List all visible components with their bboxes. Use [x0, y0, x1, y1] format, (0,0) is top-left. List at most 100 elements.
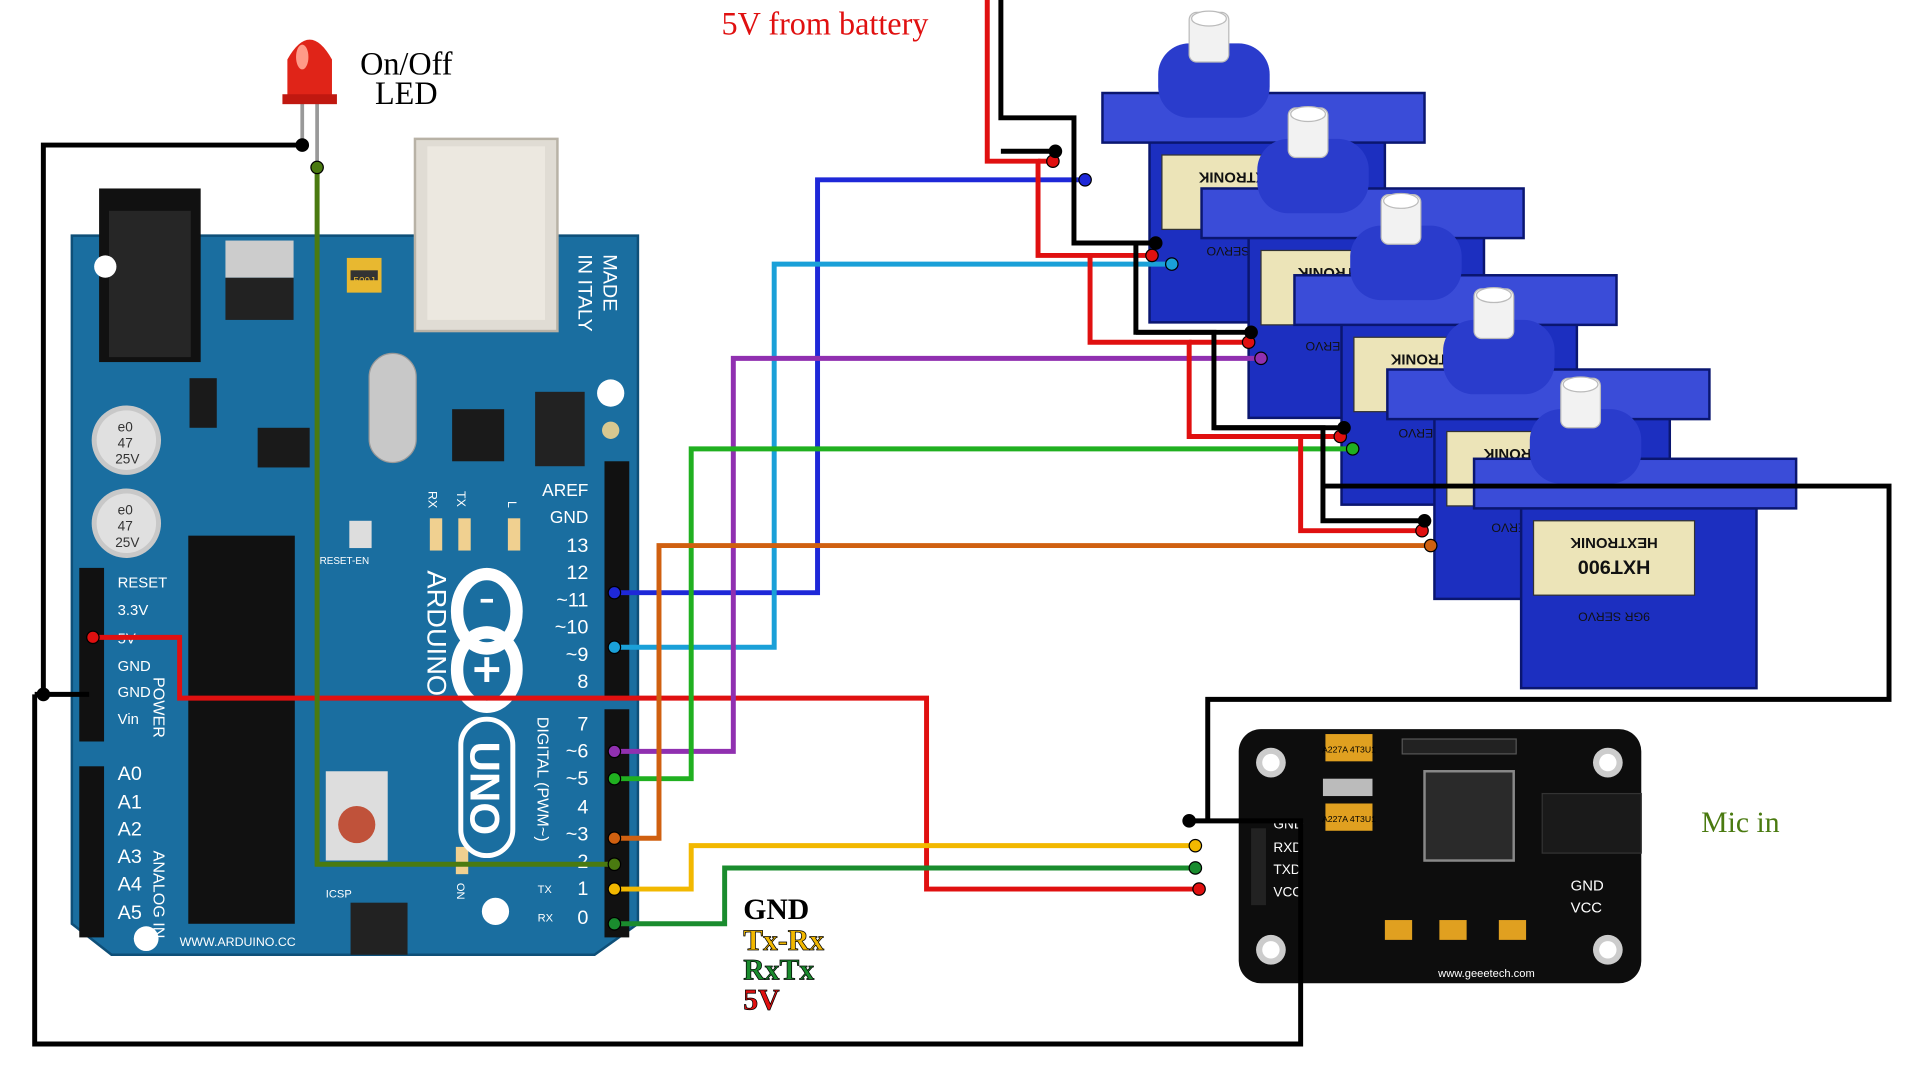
wire-pin5-servo4 [614, 446, 1353, 782]
wire-battery-gnd [998, 0, 1425, 524]
wire-rx-to-txd [614, 865, 1196, 927]
connection-dot [607, 771, 622, 786]
wire-gnd-led [40, 142, 303, 695]
analog-pin-2: A2 [118, 819, 142, 841]
connection-dot [86, 630, 100, 645]
servo-sub-5: 9GR SERVO [1578, 610, 1650, 624]
legend-item-2: RxTx [743, 954, 814, 987]
fuse-label: 500J [353, 276, 375, 287]
mic-label: Mic in [1701, 806, 1780, 839]
on-label: ON [454, 883, 466, 900]
connection-dot [607, 831, 622, 846]
digital-pin-bottom-1: ~6 [566, 741, 589, 763]
wire-led-pin2 [314, 167, 615, 867]
digital-pin-top-1: GND [550, 507, 589, 527]
analog-pin-0: A0 [118, 763, 142, 785]
digital-pin-bottom-0: 7 [577, 713, 588, 735]
power-pin-0: RESET [118, 576, 168, 592]
connection-dot [607, 585, 622, 600]
icsp-label: ICSP [326, 889, 352, 901]
led-label-line2: LED [375, 75, 438, 111]
wire-pin9-servo2 [614, 261, 1172, 650]
module-cap1-label: A227A 4T3U1 [1322, 745, 1376, 755]
servo-brand-5: HEXTRONIK [1570, 534, 1658, 550]
digital-pin-top-6: ~9 [566, 644, 589, 666]
analog-pin-5: A5 [118, 902, 142, 924]
led-label-line1: On/Off [360, 45, 453, 81]
digital-header-top [604, 461, 630, 697]
power-pin-1: 3.3V [118, 603, 149, 619]
digital-label: DIGITAL (PWM~) [534, 717, 552, 842]
digital-pin-top-3: 12 [566, 562, 588, 584]
digital-header-bottom [604, 709, 630, 938]
connection-dot [607, 916, 622, 931]
connection-dot [1188, 861, 1203, 875]
servo-model-5: HXT900 [1578, 555, 1651, 577]
connection-dot [1165, 257, 1179, 271]
module-website: www.geeetech.com [1437, 968, 1535, 980]
power-header [79, 567, 105, 742]
arduino-model: UNO [462, 741, 509, 835]
tx-led-label: TX [454, 491, 468, 507]
battery-label: 5V from battery [722, 6, 929, 42]
analog-pin-1: A1 [118, 791, 142, 813]
connection-dot [607, 744, 622, 759]
digital-pin-top-2: 13 [566, 535, 588, 557]
voice-recognition-module: A227A 4T3U1 A227A 4T3U1 www.geeetech.com… [1238, 729, 1642, 984]
connection-dot [1244, 325, 1258, 340]
connection-dot [1148, 236, 1163, 250]
module-pin-3: VCC [1273, 884, 1302, 899]
module-right-pin-gnd: GND [1571, 878, 1604, 894]
connection-dot [310, 160, 324, 175]
pin-rx-tag: RX [538, 912, 554, 924]
reset-en-label: RESET-EN [320, 556, 370, 567]
power-pin-3: GND [118, 659, 151, 675]
digital-pin-top-5: ~10 [555, 617, 589, 639]
wire-tx-to-rxd [614, 843, 1196, 892]
cap2-line3: 25V [115, 535, 140, 550]
power-pin-4: GND [118, 685, 151, 701]
connection-dot [1337, 420, 1351, 435]
analog-header [79, 766, 105, 938]
wire-gnd-bottom-loop [32, 694, 1304, 1047]
arduino-logo [450, 567, 523, 713]
analog-pin-4: A4 [118, 873, 142, 895]
connection-dot [1048, 144, 1063, 159]
cap1-line2: 47 [118, 436, 133, 451]
connection-dot [607, 640, 622, 655]
connection-dot [607, 882, 622, 896]
connection-dot [1254, 351, 1268, 366]
made-in-line1: MADE [598, 254, 620, 311]
cap1-line1: e0 [118, 419, 134, 434]
on-off-led [282, 39, 337, 168]
digital-pin-top-0: AREF [542, 480, 588, 500]
power-label: POWER [150, 677, 168, 738]
wire-gnd-module-to-servos [1205, 483, 1892, 821]
wire-battery-5v [984, 0, 1423, 534]
arduino-brand: ARDUINO [421, 570, 452, 696]
rx-led-label: RX [426, 491, 440, 508]
connection-dot [1078, 172, 1092, 187]
connection-dot [295, 138, 310, 152]
digital-pin-bottom-2: ~5 [566, 768, 589, 790]
wire-pin11-servo1 [614, 177, 1086, 596]
module-right-pin-vcc: VCC [1571, 901, 1603, 917]
legend-item-0: GND [743, 893, 809, 926]
connection-dot [1145, 248, 1159, 263]
connection-dot [36, 687, 51, 702]
legend-item-1: Tx-Rx [743, 924, 824, 957]
analog-pin-3: A3 [118, 846, 142, 868]
digital-pin-top-7: 8 [577, 671, 588, 693]
digital-pin-bottom-4: ~3 [566, 824, 589, 846]
connection-dot [1345, 442, 1360, 456]
module-pin-2: TXD [1273, 862, 1300, 877]
atmega-chip [188, 535, 295, 924]
connection-dot [1423, 538, 1438, 553]
connection-dot [1188, 838, 1203, 853]
connection-dot [1417, 513, 1432, 528]
module-pin-1: RXD [1273, 840, 1302, 855]
